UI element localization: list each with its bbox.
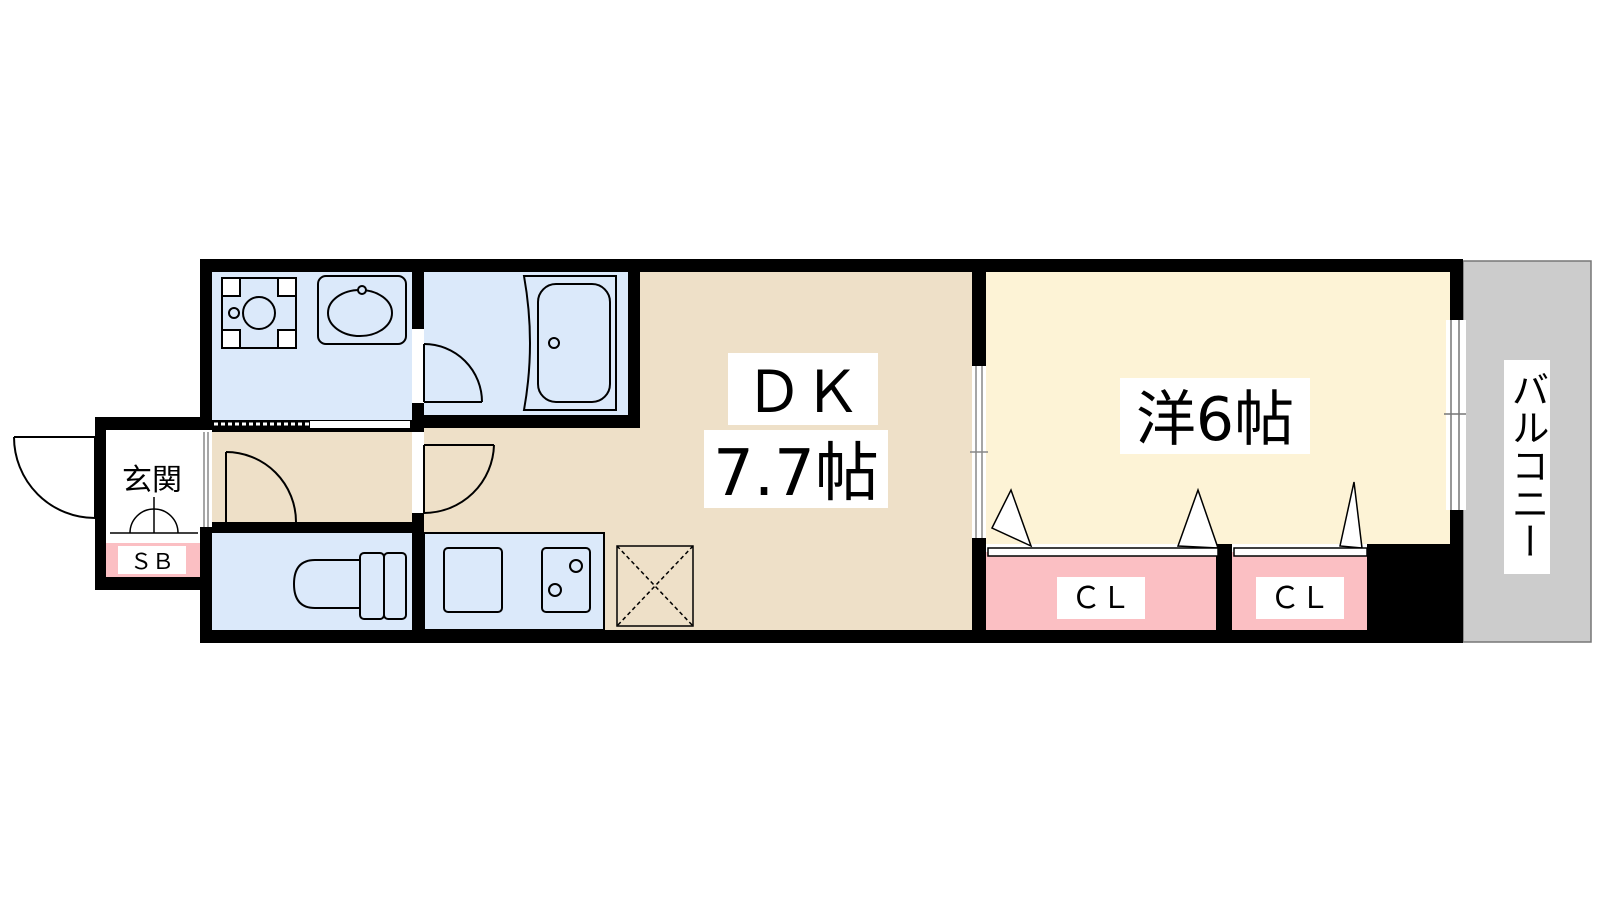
dk-name-label: ＤＫ bbox=[745, 358, 861, 426]
walls bbox=[95, 259, 1463, 643]
washing-machine-icon bbox=[221, 277, 297, 349]
shoe-box-label: ＳＢ bbox=[130, 550, 174, 575]
western-room-label: 洋6帖 bbox=[1136, 385, 1294, 455]
entrance-door[interactable] bbox=[13, 436, 96, 519]
hall-floor bbox=[212, 432, 412, 522]
washroom-sliding-door bbox=[214, 421, 410, 428]
entrance-label: 玄関 bbox=[122, 463, 182, 498]
western-label-bg bbox=[1120, 378, 1310, 454]
balcony-label-bg bbox=[1504, 360, 1550, 574]
sink-icon bbox=[317, 275, 407, 345]
toilet-door[interactable] bbox=[225, 451, 297, 523]
closet-doors[interactable] bbox=[987, 481, 1368, 557]
closet-2-label-bg bbox=[1256, 577, 1344, 619]
bathtub-icon bbox=[522, 275, 617, 411]
dk-name-bg bbox=[728, 353, 878, 425]
dk-size-bg bbox=[704, 430, 888, 508]
window-balcony bbox=[1444, 320, 1466, 510]
toilet-icon bbox=[292, 552, 407, 620]
opening-dk-western bbox=[970, 366, 988, 538]
closet-1-label-bg bbox=[1057, 577, 1145, 619]
dk-size-label: 7.7帖 bbox=[713, 437, 879, 511]
balcony-label: バルコニー bbox=[1505, 370, 1549, 560]
shoe-box-doors bbox=[110, 497, 198, 534]
kitchen-counter bbox=[423, 532, 605, 631]
dk-door[interactable] bbox=[423, 444, 495, 514]
bathroom-door[interactable] bbox=[423, 343, 483, 403]
refrigerator-space-icon bbox=[616, 545, 694, 627]
entrance-window bbox=[200, 432, 212, 527]
shoe-box-label-bg bbox=[118, 546, 186, 574]
closet-1-label: ＣＬ bbox=[1071, 581, 1131, 616]
closet-2-label: ＣＬ bbox=[1270, 581, 1330, 616]
